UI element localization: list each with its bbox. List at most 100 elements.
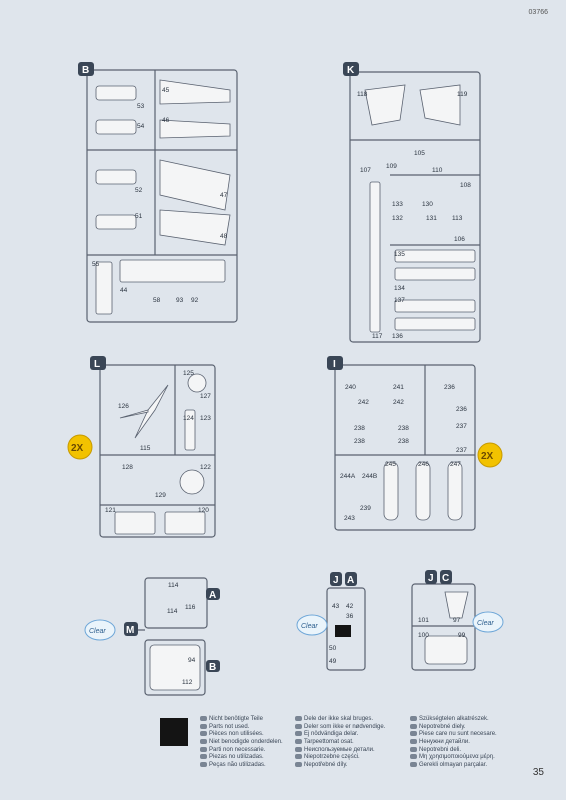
part-label: 94 <box>188 657 196 664</box>
part-label: 238 <box>398 438 409 445</box>
part-label: 238 <box>354 438 365 445</box>
part-label: 51 <box>135 213 143 220</box>
sprue-c-letter: C <box>442 573 449 584</box>
legend-column-2: Dele der ikke skal bruges. Deler som ikk… <box>295 716 385 770</box>
part-label: 125 <box>183 370 194 377</box>
sprue-l: L 125 127 126 124 123 115 128 122 129 12… <box>90 356 216 538</box>
part-label: 110 <box>432 167 443 174</box>
part-label: 132 <box>392 215 403 222</box>
sprue-a-letter: A <box>347 575 354 586</box>
part-label: 55 <box>92 261 100 268</box>
part-label: 131 <box>426 215 437 222</box>
part-label: 121 <box>105 507 116 514</box>
part-label: 246 <box>418 461 429 468</box>
multiplier-badge-left: 2X <box>67 434 93 460</box>
part-label: 130 <box>422 201 433 208</box>
part-label: 244A <box>340 473 356 480</box>
part-label: 112 <box>182 679 193 686</box>
part-label: 58 <box>153 297 161 304</box>
part-label: 240 <box>345 384 356 391</box>
part-label: 129 <box>155 492 166 499</box>
part-label: 135 <box>394 251 405 258</box>
legend-column-3: Szükségtelen alkatrészek. Nepotrebné die… <box>410 716 497 770</box>
part-label: 100 <box>418 632 429 639</box>
clear-badge-am: Clear <box>89 628 106 635</box>
svg-text:2X: 2X <box>71 443 84 454</box>
sprue-m-letter: M <box>126 625 134 636</box>
part-label: 115 <box>140 445 151 452</box>
part-label: 53 <box>137 103 145 110</box>
part-label: 122 <box>200 464 211 471</box>
part-label: 128 <box>122 464 133 471</box>
sprue-l-letter: L <box>94 359 100 370</box>
part-label: 124 <box>183 415 194 422</box>
part-label: 119 <box>457 91 468 98</box>
multiplier-badge-right: 2X <box>477 442 503 468</box>
part-label: 117 <box>372 333 383 340</box>
document-code: 03766 <box>528 9 548 16</box>
sprue-j-letter: J <box>333 575 339 586</box>
sprue-ja: J A 43 42 36 50 49 Clear <box>296 572 366 671</box>
part-label: 101 <box>418 617 429 624</box>
part-label: 242 <box>393 399 404 406</box>
part-label: 49 <box>329 658 337 665</box>
part-label: 241 <box>393 384 404 391</box>
part-label: 239 <box>360 505 371 512</box>
part-label: 52 <box>135 187 143 194</box>
sprue-b: B 45 53 46 54 52 47 51 48 55 44 58 93 92 <box>78 62 238 323</box>
part-label: 118 <box>357 91 368 98</box>
part-label: 245 <box>385 461 396 468</box>
sprue-jc: J C 101 97 100 99 Clear <box>411 570 504 671</box>
page-number: 35 <box>532 767 544 778</box>
sprue-b-small-letter: B <box>209 662 216 673</box>
part-label: 105 <box>414 150 425 157</box>
part-label: 136 <box>392 333 403 340</box>
sprue-j-letter: J <box>428 573 434 584</box>
part-label: 242 <box>358 399 369 406</box>
part-label: 44 <box>120 287 128 294</box>
sprue-b-letter: B <box>82 65 89 76</box>
part-label: 123 <box>200 415 211 422</box>
clear-badge-jc: Clear <box>477 620 494 627</box>
sprue-k-letter: K <box>347 65 355 76</box>
part-label: 238 <box>398 425 409 432</box>
part-label: 133 <box>392 201 403 208</box>
part-label: 45 <box>162 87 170 94</box>
part-label: 244B <box>362 473 377 480</box>
part-label: 93 <box>176 297 184 304</box>
part-label: 47 <box>220 192 228 199</box>
part-label: 127 <box>200 393 211 400</box>
part-label: 137 <box>394 297 405 304</box>
part-label: 36 <box>346 613 354 620</box>
part-label: 109 <box>386 163 397 170</box>
part-label: 134 <box>394 285 405 292</box>
part-label: 99 <box>458 632 466 639</box>
sprue-a-letter: A <box>209 590 216 601</box>
part-label: 97 <box>453 617 461 624</box>
part-label: 50 <box>329 645 337 652</box>
part-label: 113 <box>452 215 463 222</box>
svg-text:2X: 2X <box>481 451 494 462</box>
part-label: 237 <box>456 423 467 430</box>
part-label: 42 <box>346 603 354 610</box>
part-label: 43 <box>332 603 340 610</box>
part-label: 48 <box>220 233 228 240</box>
sprue-am: A M B 114 116 114 94 112 Clear <box>84 577 220 696</box>
part-label: 247 <box>450 461 461 468</box>
part-label: 236 <box>444 384 455 391</box>
part-label: 114 <box>168 582 179 589</box>
legend-column-1: Nicht benötigte Teile Parts not used. Pi… <box>200 716 283 770</box>
part-label: 106 <box>454 236 465 243</box>
part-label: 126 <box>118 403 129 410</box>
part-label: 243 <box>344 515 355 522</box>
part-label: 238 <box>354 425 365 432</box>
clear-badge-ja: Clear <box>301 623 318 630</box>
part-label: 237 <box>456 447 467 454</box>
part-label: 46 <box>162 117 170 124</box>
part-label: 108 <box>460 182 471 189</box>
part-label: 54 <box>137 123 145 130</box>
part-label: 116 <box>185 604 196 611</box>
part-label: 92 <box>191 297 199 304</box>
